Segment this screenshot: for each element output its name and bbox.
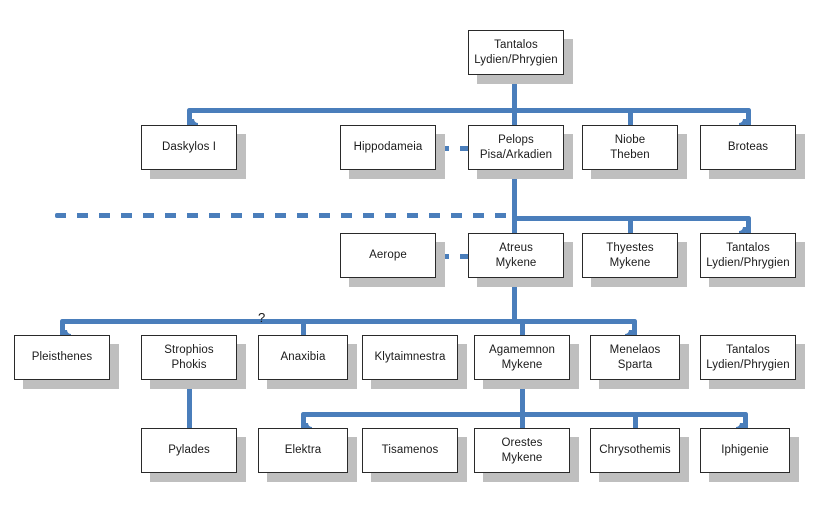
connector-drop-atreus	[511, 215, 517, 236]
node-place: Phokis	[171, 358, 207, 371]
node-name: Klytaimnestra	[374, 351, 446, 364]
connector-drop-chrysothemis	[632, 411, 638, 431]
connector-drop-pleisthenes	[59, 318, 65, 338]
node-name: Orestes	[501, 436, 543, 449]
node-name: Strophios	[164, 343, 214, 356]
node-name: Pleisthenes	[31, 351, 93, 364]
node-name: Pylades	[168, 444, 210, 457]
node-place: Lydien/Phrygien	[706, 256, 790, 269]
node-place: Mykene	[495, 256, 537, 269]
node-name: Elektra	[284, 444, 322, 457]
node-klytaimnestra[interactable]: Klytaimnestra	[362, 335, 458, 380]
connector-drop-niobe	[627, 107, 633, 128]
node-name: Iphigenie	[721, 444, 769, 457]
connector-drop-anaxibia	[300, 318, 306, 338]
node-name: Menelaos	[609, 343, 661, 356]
annotation-uncertain-descent: ?	[258, 310, 266, 325]
node-elektra[interactable]: Elektra	[258, 428, 348, 473]
node-name: Agamemnon	[488, 343, 556, 356]
connector-strophios-stem	[186, 377, 192, 431]
connector-drop-iphigenie	[742, 411, 748, 431]
node-name: Hippodameia	[353, 141, 423, 154]
node-tisamenos[interactable]: Tisamenos	[362, 428, 458, 473]
node-place: Mykene	[609, 256, 651, 269]
connector-descent-uncertain-long	[54, 212, 513, 218]
connector-drop-elektra	[300, 411, 306, 431]
node-place: Sparta	[617, 358, 653, 371]
node-place: Pisa/Arkadien	[479, 148, 553, 161]
connector-drop-thyestes	[627, 215, 633, 236]
connector-drop-broteas	[745, 107, 751, 128]
node-anaxibia[interactable]: Anaxibia	[258, 335, 348, 380]
node-hippodameia[interactable]: Hippodameia	[340, 125, 436, 170]
node-name: Chrysothemis	[599, 444, 671, 457]
connector-drop-tantalos2	[745, 215, 751, 236]
node-name: Broteas	[727, 141, 769, 154]
connector-drop-daskylos	[186, 107, 192, 128]
node-chrysothemis[interactable]: Chrysothemis	[590, 428, 680, 473]
connector-gen2-bus	[186, 107, 751, 113]
node-name: Atreus	[499, 241, 533, 254]
connector-drop-pelops	[511, 107, 517, 128]
node-name: Tantalos	[726, 241, 770, 254]
node-name: Daskylos I	[161, 141, 217, 154]
node-daskylos-1[interactable]: Daskylos I	[141, 125, 237, 170]
connector-gen4-bus	[59, 318, 637, 324]
node-name: Anaxibia	[280, 351, 326, 364]
node-pleisthenes[interactable]: Pleisthenes	[14, 335, 110, 380]
connector-atreus-stem	[511, 275, 517, 324]
node-place: Mykene	[501, 451, 543, 464]
connector-marriage-aerope-atreus	[437, 253, 471, 259]
connector-pelops-stem	[511, 167, 517, 221]
node-name: Tisamenos	[381, 444, 439, 457]
connector-drop-menelaos	[631, 318, 637, 338]
node-place: Lydien/Phrygien	[706, 358, 790, 371]
node-place: Theben	[610, 148, 650, 161]
connector-tantalos1-stem	[511, 72, 517, 113]
node-name: Pelops	[498, 133, 534, 146]
node-iphigenie[interactable]: Iphigenie	[700, 428, 790, 473]
connector-marriage-hippodameia-pelops	[437, 145, 471, 151]
node-pylades[interactable]: Pylades	[141, 428, 237, 473]
node-aerope[interactable]: Aerope	[340, 233, 436, 278]
connector-drop-agamemnon	[519, 318, 525, 338]
node-place: Lydien/Phrygien	[474, 53, 558, 66]
node-name: Thyestes	[606, 241, 654, 254]
node-name: Tantalos	[726, 343, 770, 356]
node-place: Mykene	[501, 358, 543, 371]
node-broteas[interactable]: Broteas	[700, 125, 796, 170]
node-name: Tantalos	[494, 38, 538, 51]
connector-agamemnon-stem	[519, 377, 525, 417]
node-name: Aerope	[369, 249, 407, 262]
connector-drop-orestes	[519, 411, 525, 431]
node-name: Niobe	[614, 133, 646, 146]
